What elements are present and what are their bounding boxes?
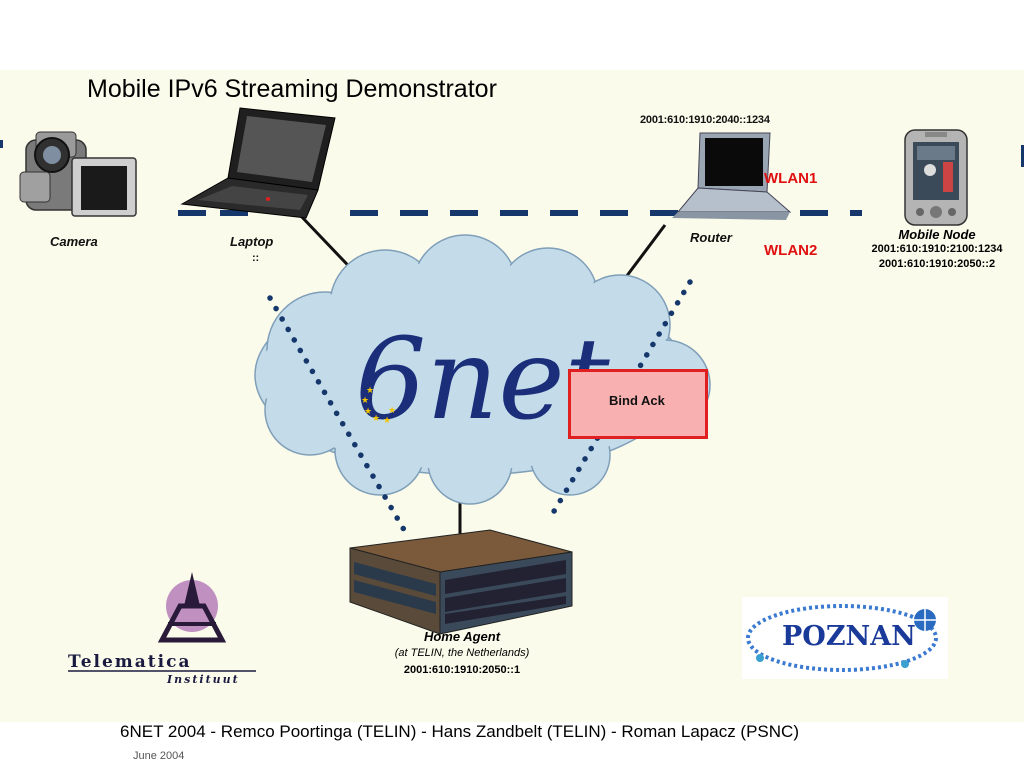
telematica-logo-icon	[68, 572, 256, 672]
slide-footer: 6NET 2004 - Remco Poortinga (TELIN) - Ha…	[120, 722, 799, 741]
camera-label: Camera	[50, 234, 98, 249]
dotted-path-router-homeagent	[547, 279, 693, 521]
svg-text:★: ★	[372, 413, 380, 423]
slide-title: Mobile IPv6 Streaming Demonstrator	[87, 75, 497, 103]
router-icon	[672, 132, 792, 220]
wlan1-label: WLAN1	[764, 170, 818, 187]
camera-icon	[19, 131, 137, 217]
mobile-node-labels: Mobile Node 2001:610:1910:2100:1234 2001…	[862, 227, 1012, 272]
svg-text:★: ★	[364, 406, 372, 416]
mobile-node-address-2: 2001:610:1910:2050::2	[878, 258, 996, 270]
laptop-address: ::	[252, 252, 259, 264]
home-agent-location: (at TELIN, the Netherlands)	[394, 647, 530, 659]
poznan-logo-text: POZNAN	[782, 621, 916, 652]
svg-text:★: ★	[366, 385, 374, 395]
mobile-node-label: Mobile Node	[898, 227, 976, 242]
telematica-logo-subtext: Instituut	[167, 673, 240, 686]
left-edge-marker	[0, 140, 3, 148]
home-agent-icon	[349, 529, 573, 635]
svg-text:★: ★	[361, 395, 369, 405]
mobile-node-address-1: 2001:610:1910:2100:1234	[871, 243, 1003, 255]
svg-text:★: ★	[388, 405, 396, 415]
poznan-logo-icon	[742, 597, 948, 679]
laptop-label: Laptop	[230, 234, 274, 249]
right-edge-marker	[1021, 145, 1024, 167]
bind-ack-label: Bind Ack	[609, 393, 665, 408]
home-agent-label: Home Agent	[423, 629, 501, 644]
svg-text:★: ★	[383, 415, 391, 425]
dotted-path-laptop-homeagent	[267, 295, 410, 538]
home-agent-address: 2001:610:1910:2050::1	[403, 664, 521, 676]
mobile-node-icon	[904, 129, 968, 226]
telematica-logo-text: Telematica	[68, 652, 192, 672]
router-address: 2001:610:1910:2040::1234	[640, 114, 770, 126]
slide-date: June 2004	[133, 750, 185, 762]
home-agent-labels: Home Agent (at TELIN, the Netherlands) 2…	[362, 628, 562, 679]
wlan2-label: WLAN2	[764, 242, 818, 259]
router-label: Router	[690, 230, 732, 245]
laptop-icon	[180, 107, 336, 219]
bind-ack-message-box: Bind Ack	[568, 369, 708, 439]
